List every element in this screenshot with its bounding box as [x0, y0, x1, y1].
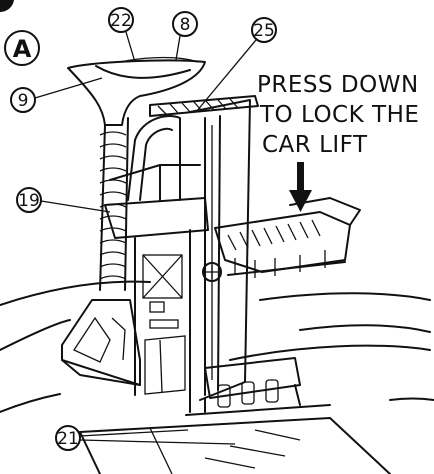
press-down-arrow [289, 162, 312, 212]
svg-text:25: 25 [253, 21, 275, 41]
svg-text:22: 22 [110, 11, 132, 31]
step-label: A [13, 35, 32, 63]
svg-text:8: 8 [180, 15, 191, 35]
lift-rail [149, 95, 259, 401]
svg-text:19: 19 [18, 191, 40, 211]
svg-text:9: 9 [18, 91, 29, 111]
step-marker: A [4, 30, 40, 66]
car-lift-arm [214, 197, 361, 278]
lower-clips [189, 357, 301, 413]
prev-step-marker [0, 0, 14, 13]
svg-text:21: 21 [57, 429, 79, 449]
callout-25: 25 [195, 17, 277, 113]
callout-19: 19 [16, 187, 111, 213]
base-foot [61, 299, 141, 386]
instruction-text: PRESS DOWN TO LOCK THE CAR LIFT [257, 72, 419, 158]
base-ramp [79, 404, 391, 474]
instruction-line-2: TO LOCK THE [259, 102, 419, 128]
lift-tower [67, 56, 206, 291]
callout-8: 8 [172, 11, 198, 61]
instruction-line-1: PRESS DOWN [257, 72, 419, 98]
callout-22: 22 [108, 7, 136, 63]
center-block [104, 164, 209, 401]
instruction-line-3: CAR LIFT [262, 132, 368, 158]
callout-21: 21 [55, 425, 236, 451]
callout-9: 9 [10, 77, 103, 113]
